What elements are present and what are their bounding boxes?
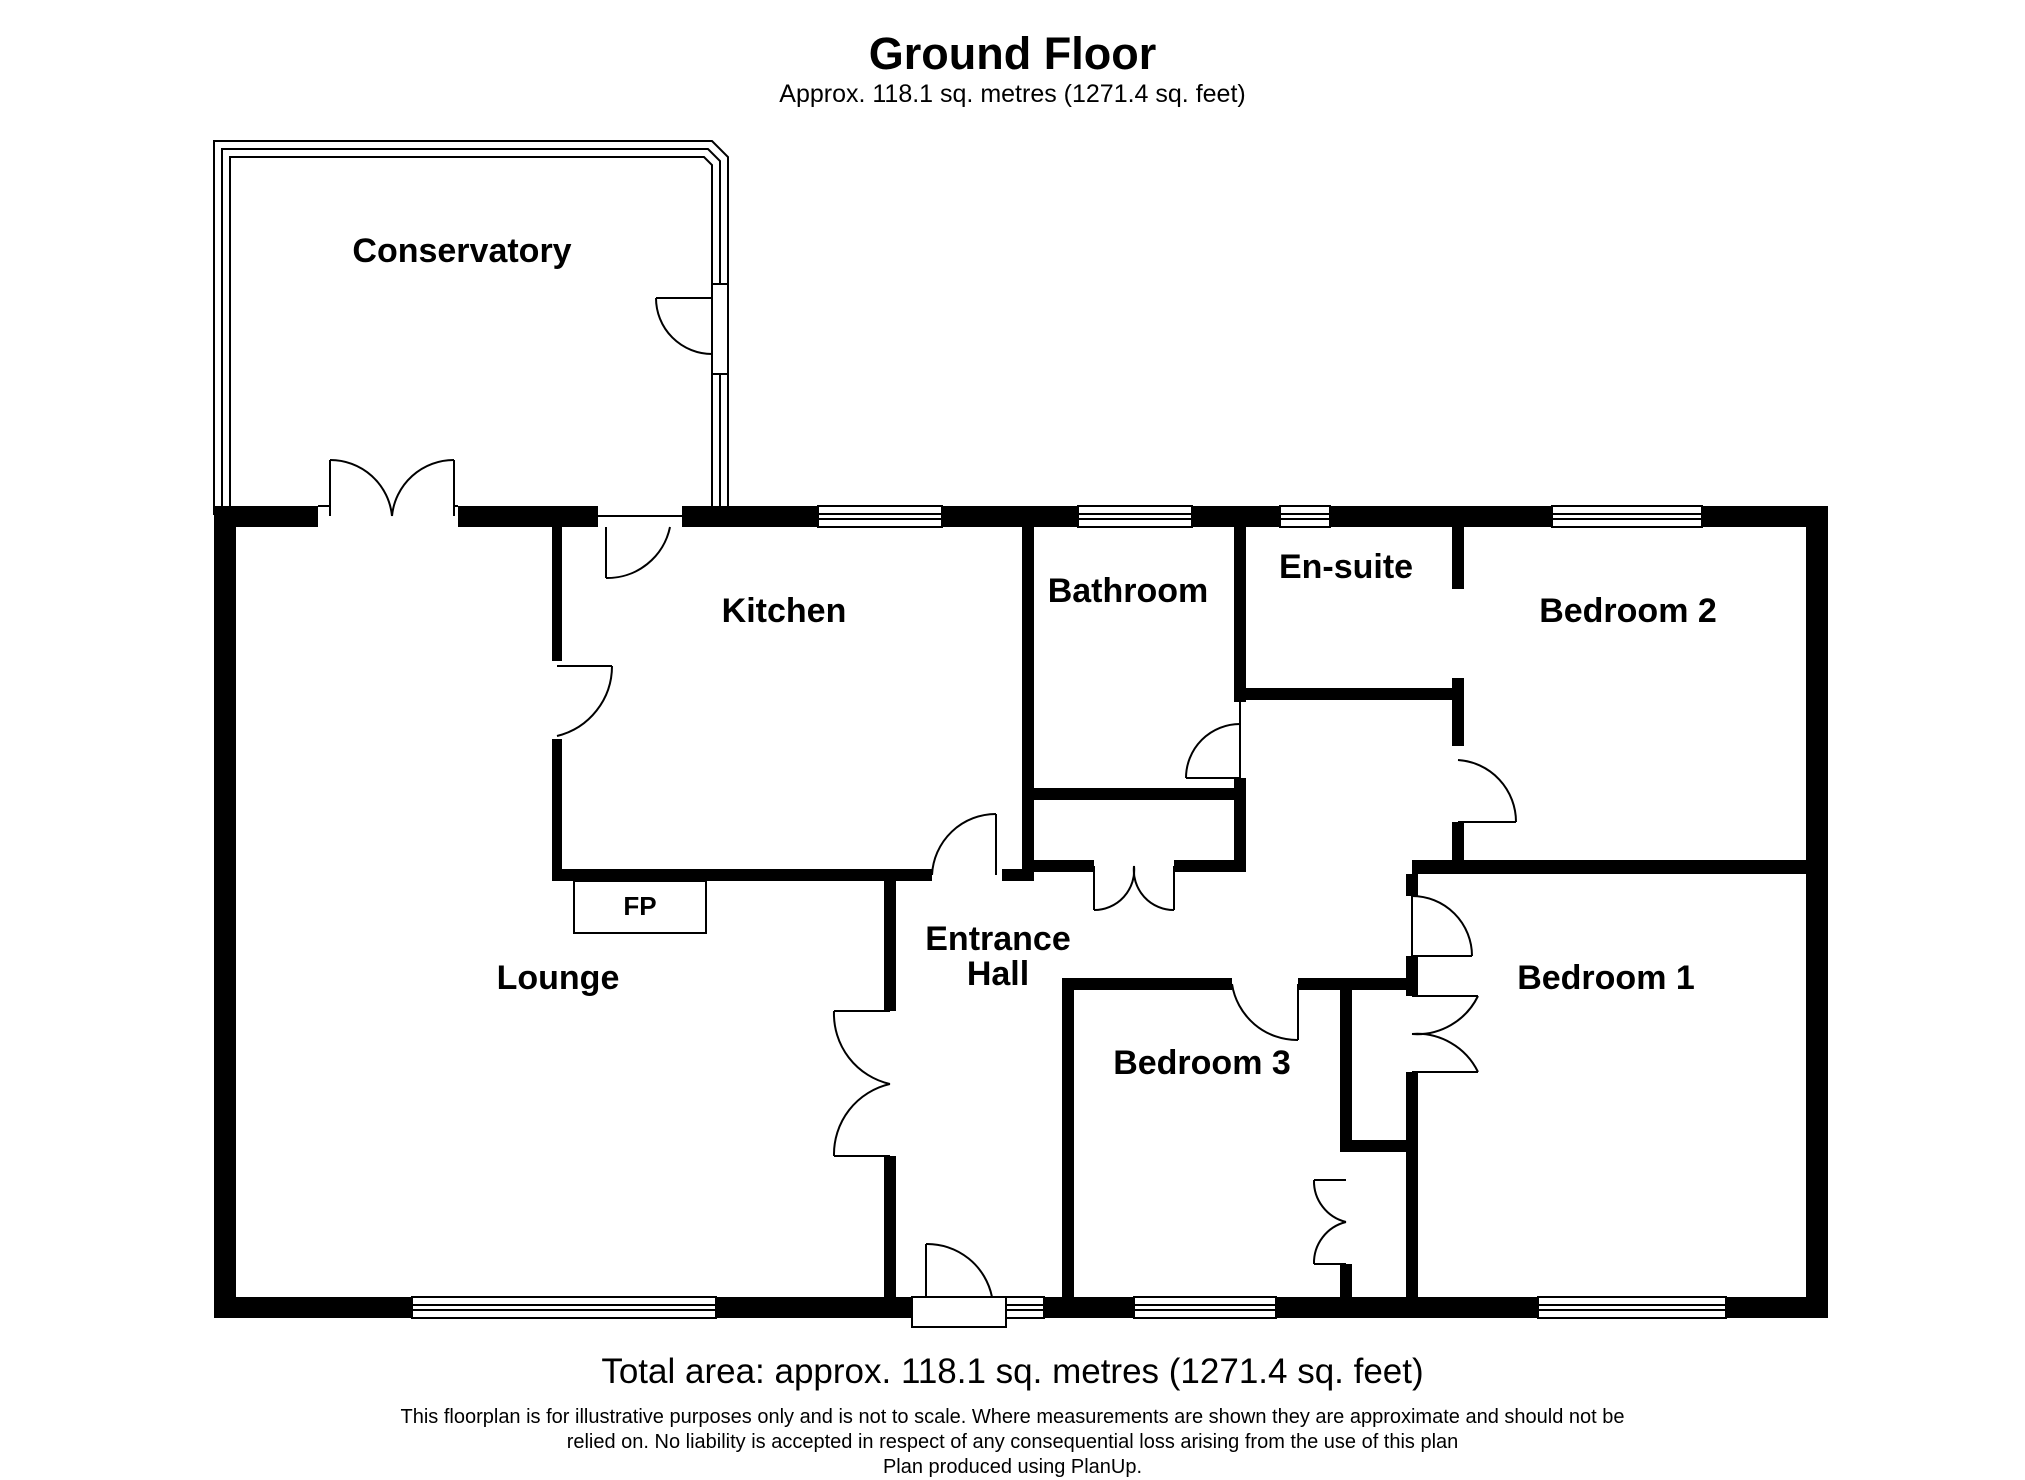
front-door[interactable]	[911, 1242, 1007, 1328]
room-label-entrance-hall-line1: Entrance	[925, 920, 1071, 958]
doors	[318, 458, 1518, 1328]
room-label-bedroom3: Bedroom 3	[1113, 1044, 1291, 1082]
bedroom1-door[interactable]	[1411, 895, 1473, 957]
bathroom-door[interactable]	[1185, 702, 1241, 779]
conservatory-side-door[interactable]	[655, 297, 713, 355]
kitchen-lounge-door[interactable]	[556, 665, 613, 737]
lounge-hall-doors[interactable]	[832, 1010, 891, 1157]
room-label-bedroom2: Bedroom 2	[1539, 592, 1717, 630]
outer-walls	[214, 506, 1828, 1318]
bottom-windows	[411, 1296, 1727, 1319]
lounge-french-doors[interactable]	[318, 458, 458, 517]
kitchen-conservatory-door[interactable]	[598, 515, 682, 580]
room-label-conservatory: Conservatory	[352, 232, 571, 270]
internal-walls	[552, 527, 1828, 1308]
plan-credit: Plan produced using PlanUp.	[882, 1456, 1143, 1478]
room-label-bathroom: Bathroom	[1048, 572, 1209, 610]
kitchen-hall-door[interactable]	[931, 812, 997, 876]
room-label-entrance-hall-line2: Hall	[967, 955, 1029, 993]
bedroom1-wardrobe-doors[interactable]	[1411, 995, 1479, 1073]
disclaimer-line-2: relied on. No liability is accepted in r…	[566, 1431, 1459, 1453]
fireplace-label: FP	[623, 891, 656, 921]
bedroom3-wardrobe-doors[interactable]	[1312, 1179, 1347, 1265]
floor-title: Ground Floor	[868, 28, 1157, 79]
disclaimer-line-1: This floorplan is for illustrative purpo…	[400, 1406, 1625, 1428]
top-windows	[817, 505, 1703, 528]
bedroom3-door[interactable]	[1231, 983, 1299, 1042]
conservatory-frame	[213, 140, 729, 516]
floor-area-subtitle: Approx. 118.1 sq. metres (1271.4 sq. fee…	[779, 80, 1246, 108]
fireplace: FP	[573, 880, 707, 934]
bedroom2-door[interactable]	[1457, 759, 1518, 823]
room-label-bedroom1: Bedroom 1	[1517, 959, 1695, 997]
room-label-lounge: Lounge	[497, 959, 620, 997]
room-label-kitchen: Kitchen	[722, 592, 847, 630]
room-label-ensuite: En-suite	[1279, 548, 1413, 586]
total-area: Total area: approx. 118.1 sq. metres (12…	[601, 1352, 1424, 1391]
cupboard-doors[interactable]	[1093, 865, 1175, 912]
